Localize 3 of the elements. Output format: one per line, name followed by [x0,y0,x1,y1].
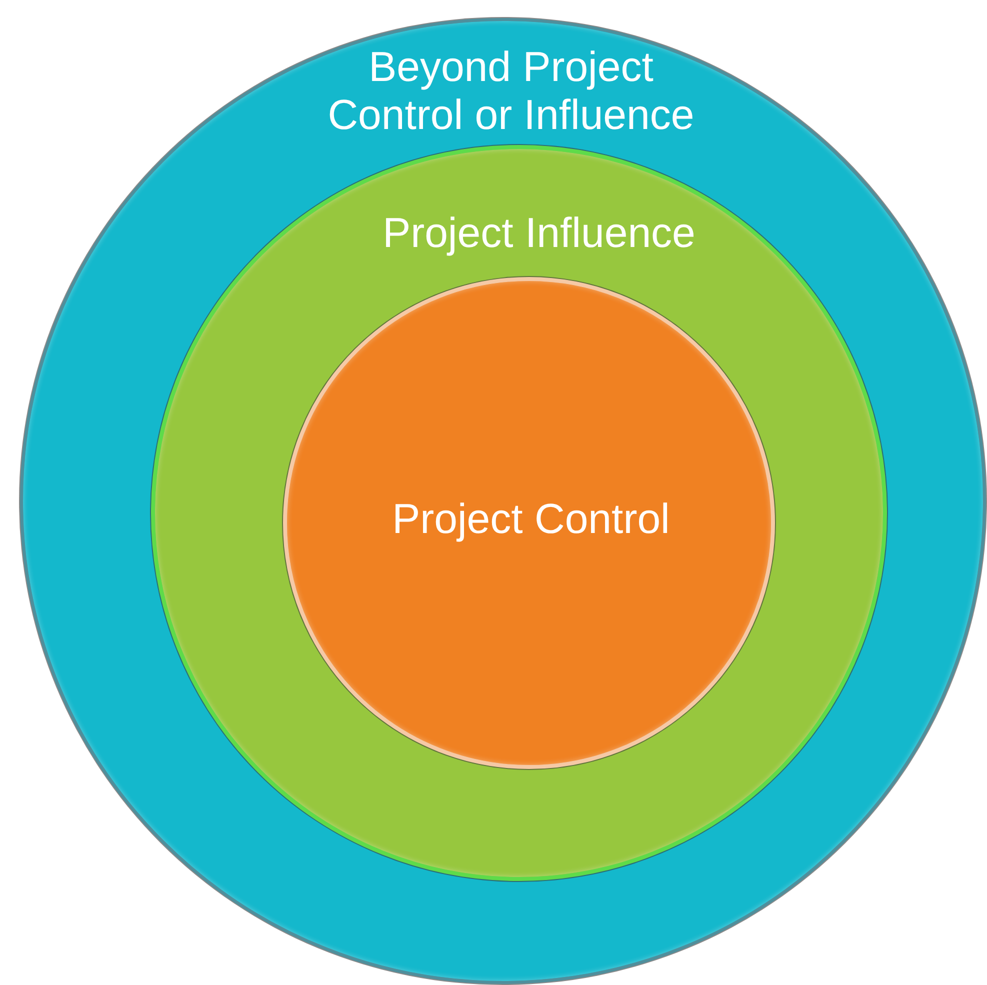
region-label: Beyond Project Control or Influence [326,43,696,140]
region-label: Project Influence [382,209,696,258]
region-label: Project Control [391,495,671,544]
